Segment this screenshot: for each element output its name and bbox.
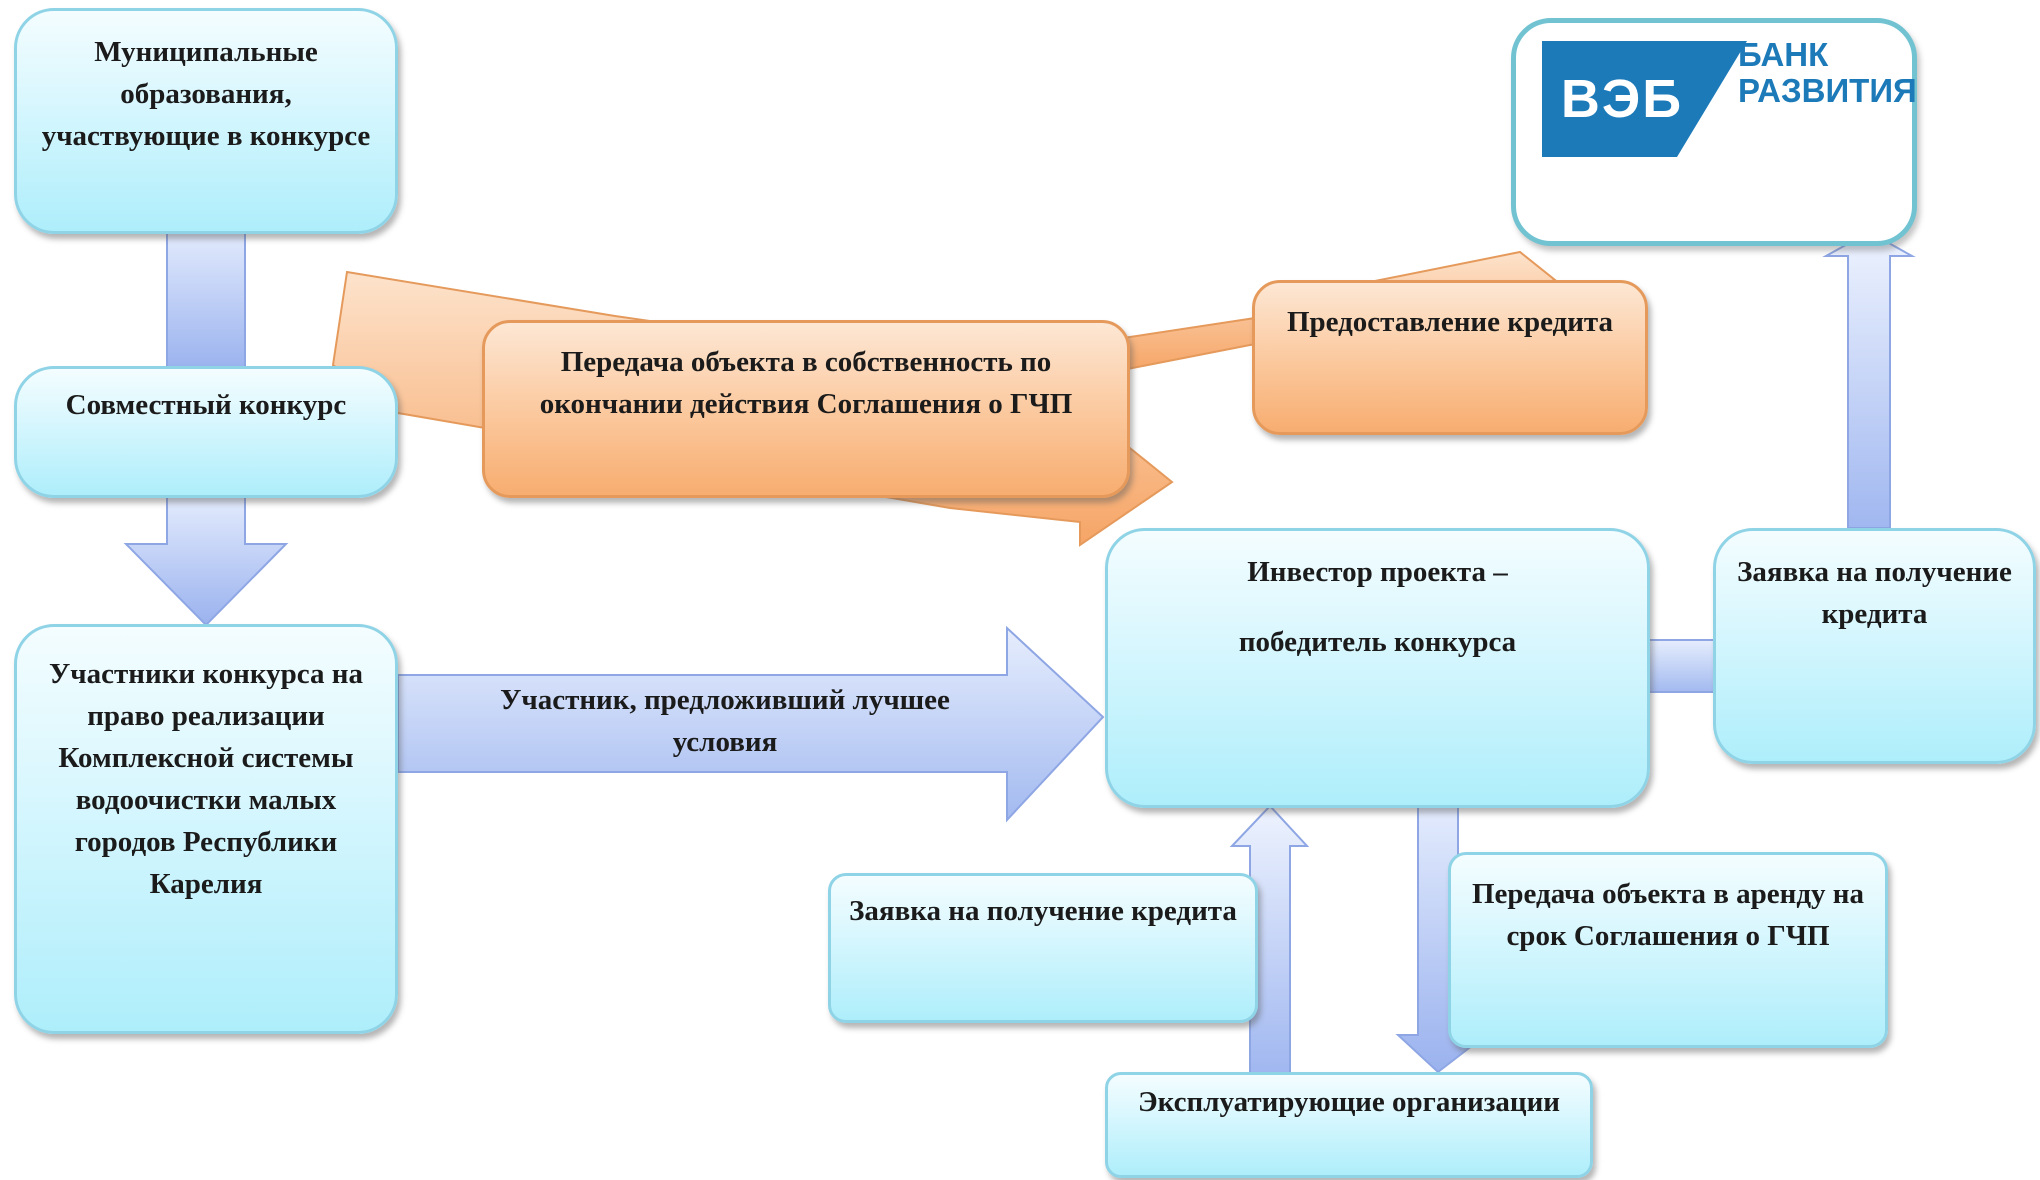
arrow-investor-to-operators — [1395, 805, 1489, 1074]
label-best-offer: Участник, предложивший лучшее условия — [455, 676, 995, 766]
node-credit-provision-label: Предоставление кредита — [1286, 306, 1614, 338]
node-operators-label: Эксплуатирующие организации — [1137, 1086, 1561, 1118]
arrow-contest-to-participants — [123, 496, 289, 627]
label-best-offer-text: Участник, предложивший лучшее условия — [500, 684, 950, 758]
node-lease-transfer-label: Передача объекта в аренду на срок Соглаш… — [1471, 878, 1865, 952]
bank-logo-line2: РАЗВИТИЯ — [1738, 72, 1917, 109]
node-credit-request-bottom: Заявка на получение кредита — [828, 873, 1258, 1023]
veb-badge-shape — [1542, 41, 1747, 157]
node-joint-contest: Совместный конкурс — [14, 366, 398, 498]
node-credit-request-right: Заявка на получение кредита — [1713, 528, 2036, 764]
node-investor-line1: Инвестор проекта – — [1247, 556, 1508, 588]
connector-municipal-to-contest — [166, 229, 246, 371]
node-municipal: Муниципальные образования, участвующие в… — [14, 8, 398, 234]
node-participants: Участники конкурса на право реализации К… — [14, 624, 398, 1034]
node-municipal-label: Муниципальные образования, участвующие в… — [41, 36, 371, 152]
node-credit-request-right-label: Заявка на получение кредита — [1737, 556, 2012, 630]
node-investor-line2: победитель конкурса — [1238, 626, 1517, 658]
veb-logo-text: ВЭБ — [1560, 69, 1684, 129]
bank-logo-caption: БАНК РАЗВИТИЯ — [1738, 36, 1917, 109]
connector-investor-to-credit-request — [1645, 639, 1717, 693]
node-transfer-ownership-label: Передача объекта в собственность по окон… — [539, 346, 1073, 420]
bank-logo-box: ВЭБ БАНК РАЗВИТИЯ — [1511, 18, 1917, 246]
bank-logo-line1: БАНК — [1738, 36, 1829, 73]
node-lease-transfer: Передача объекта в аренду на срок Соглаш… — [1448, 852, 1888, 1048]
node-transfer-ownership: Передача объекта в собственность по окон… — [482, 320, 1130, 498]
node-participants-label: Участники конкурса на право реализации К… — [49, 658, 363, 900]
node-joint-contest-label: Совместный конкурс — [65, 389, 347, 421]
node-investor: Инвестор проекта – победитель конкурса — [1105, 528, 1650, 808]
node-credit-provision: Предоставление кредита — [1252, 280, 1648, 435]
arrow-credit-request-to-bank — [1822, 230, 1916, 529]
node-credit-request-bottom-label: Заявка на получение кредита — [849, 895, 1237, 927]
arrow-best-offer — [397, 625, 1105, 823]
node-operators: Эксплуатирующие организации — [1105, 1072, 1593, 1178]
